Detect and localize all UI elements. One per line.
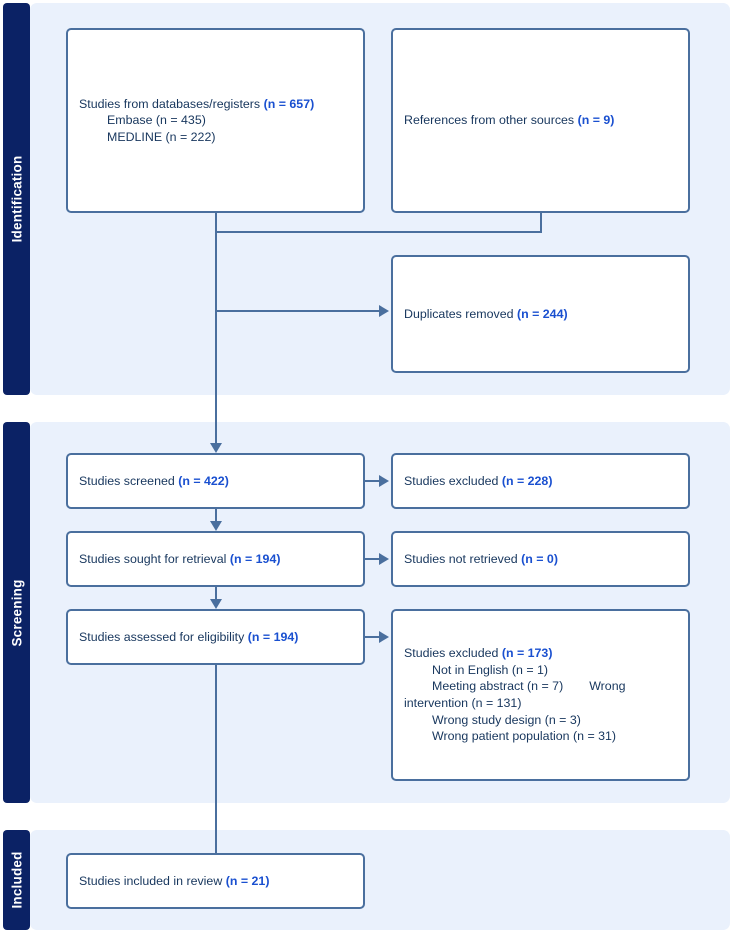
node-excluded-reason-4: Wrong study design (n = 3) <box>432 712 581 727</box>
node-databases-label: Studies from databases/registers <box>79 96 261 111</box>
node-databases-source-0: Embase (n = 435) <box>107 113 206 128</box>
stage-label-screening: Screening <box>9 578 24 647</box>
node-duplicates-count: (n = 244) <box>516 306 568 321</box>
connector-assessed-to-excluded-reasons <box>365 636 382 638</box>
stage-label-included: Included <box>9 851 24 909</box>
node-studies-excluded: Studies excluded (n = 228) <box>391 453 690 509</box>
stage-label-identification: Identification <box>9 155 24 243</box>
node-other-sources-label: References from other sources <box>404 113 575 128</box>
connector-assessed-to-included <box>215 664 217 856</box>
node-studies-not-retrieved: Studies not retrieved (n = 0) <box>391 531 690 587</box>
stage-bar-included: Included <box>3 830 30 930</box>
node-databases-count: (n = 657) <box>263 96 315 111</box>
node-excluded-reason-1: Meeting abstract (n = 7) <box>432 679 564 694</box>
node-references-other-sources: References from other sources (n = 9) <box>391 28 690 213</box>
node-screened-count: (n = 422) <box>178 473 229 488</box>
node-excluded-reasons-label: Studies excluded <box>404 646 499 661</box>
node-studies-sought-for-retrieval: Studies sought for retrieval (n = 194) <box>66 531 365 587</box>
node-screened-excluded-count: (n = 228) <box>501 473 553 488</box>
connector-to-duplicates <box>215 310 380 312</box>
connector-other-sources-down <box>540 212 542 232</box>
node-other-sources-count: (n = 9) <box>577 113 615 128</box>
connector-merge-horizontal <box>215 231 542 233</box>
arrow-into-not-retrieved <box>379 553 389 565</box>
arrow-into-excluded-reasons <box>379 631 389 643</box>
arrow-into-assessed <box>210 599 222 609</box>
arrow-into-sought <box>210 521 222 531</box>
node-excluded-reasons-count: (n = 173) <box>501 646 553 661</box>
node-duplicates-removed: Duplicates removed (n = 244) <box>391 255 690 373</box>
node-not-retrieved-count: (n = 0) <box>521 551 558 566</box>
connector-databases-down <box>215 212 217 232</box>
node-included-label: Studies included in review <box>79 873 223 888</box>
stage-bar-identification: Identification <box>3 3 30 395</box>
node-studies-included-in-review: Studies included in review (n = 21) <box>66 853 365 909</box>
node-sought-count: (n = 194) <box>229 551 281 566</box>
node-excluded-reason-2: Wrong <box>589 679 626 694</box>
connector-sought-to-assessed <box>215 586 217 600</box>
node-assessed-label: Studies assessed for eligibility <box>79 629 245 644</box>
arrow-into-screened <box>210 443 222 453</box>
node-studies-screened: Studies screened (n = 422) <box>66 453 365 509</box>
connector-sought-to-not-retrieved <box>365 558 382 560</box>
node-screened-excluded-label: Studies excluded <box>404 473 499 488</box>
arrow-into-duplicates <box>379 305 389 317</box>
node-sought-label: Studies sought for retrieval <box>79 551 227 566</box>
node-studies-excluded-with-reasons: Studies excluded (n = 173) Not in Englis… <box>391 609 690 781</box>
node-excluded-reason-0: Not in English (n = 1) <box>432 662 549 677</box>
node-excluded-reason-3: intervention (n = 131) <box>404 696 522 710</box>
node-studies-assessed-for-eligibility: Studies assessed for eligibility (n = 19… <box>66 609 365 665</box>
connector-screened-to-sought <box>215 508 217 522</box>
connector-trunk-to-screened <box>215 231 217 443</box>
node-assessed-count: (n = 194) <box>247 629 299 644</box>
node-included-count: (n = 21) <box>225 873 270 888</box>
node-not-retrieved-label: Studies not retrieved <box>404 551 518 566</box>
node-excluded-reason-5: Wrong patient population (n = 31) <box>432 729 617 744</box>
connector-screened-to-excluded <box>365 480 382 482</box>
node-studies-from-databases: Studies from databases/registers (n = 65… <box>66 28 365 213</box>
arrow-into-screened-excluded <box>379 475 389 487</box>
node-duplicates-label: Duplicates removed <box>404 306 514 321</box>
stage-bar-screening: Screening <box>3 422 30 803</box>
node-screened-label: Studies screened <box>79 473 175 488</box>
node-databases-source-1: MEDLINE (n = 222) <box>107 129 216 144</box>
